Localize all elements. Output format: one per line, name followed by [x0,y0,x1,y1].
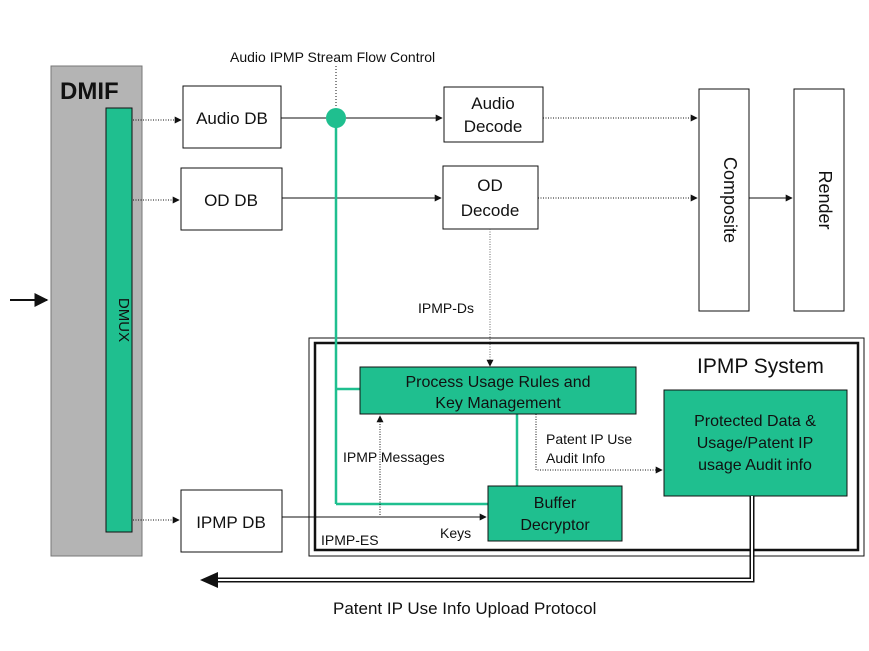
process-to-protected-arrow [535,414,663,474]
process-usage-box [359,366,637,415]
ipmp-es-label: IPMP-ES [321,532,379,548]
od-db-label: OD DB [204,191,258,210]
upload-protocol-arrowhead [200,572,218,588]
ipmp-system-frame-outer [308,337,865,557]
buffer-decryptor-label-1: Buffer [534,495,577,512]
ipmp-ds-label: IPMP-Ds [418,300,474,316]
keys-label: Keys [440,525,471,541]
flow-control-valve [326,108,346,128]
flow-control-label: Audio IPMP Stream Flow Control [230,49,435,65]
composite-box [698,88,750,312]
render-label: Render [815,170,835,229]
ipmp-system-frame-inner [313,341,860,552]
buffer-decryptor-label-2: Decryptor [520,517,590,534]
ipmp-messages-label: IPMP Messages [343,449,445,465]
composite-label: Composite [720,157,740,243]
dmux-label: DMUX [115,298,132,342]
upload-protocol-arrow-inner [212,496,753,581]
od-decode-label-2: Decode [461,201,520,220]
od-decode-label-1: OD [477,176,503,195]
ipmp-db-box [180,489,283,553]
patent-audit-label-1: Patent IP Use [546,431,632,447]
buffer-decryptor-box [487,485,623,542]
protected-data-label-2: Usage/Patent IP [697,435,814,452]
process-usage-label-1: Process Usage Rules and [406,374,591,391]
dmux-bar [105,107,133,533]
upload-protocol-arrow [212,496,755,583]
protected-data-label-3: usage Audit info [698,457,812,474]
render-box [793,88,845,312]
patent-audit-label-2: Audit Info [546,450,605,466]
protected-data-label-1: Protected Data & [694,413,816,430]
audio-decode-label-1: Audio [471,94,514,113]
od-db-box [180,167,283,231]
od-decode-box [442,165,539,230]
upload-protocol-label: Patent IP Use Info Upload Protocol [333,599,596,618]
process-usage-label-2: Key Management [435,395,561,412]
audio-decode-label-2: Decode [464,117,523,136]
audio-db-box [182,85,282,149]
audio-decode-box [443,86,544,143]
ipmp-db-label: IPMP DB [196,513,266,532]
audio-db-label: Audio DB [196,109,268,128]
ipmp-system-label: IPMP System [697,355,824,378]
protected-data-box [663,389,848,497]
dmif-label: DMIF [60,78,119,105]
